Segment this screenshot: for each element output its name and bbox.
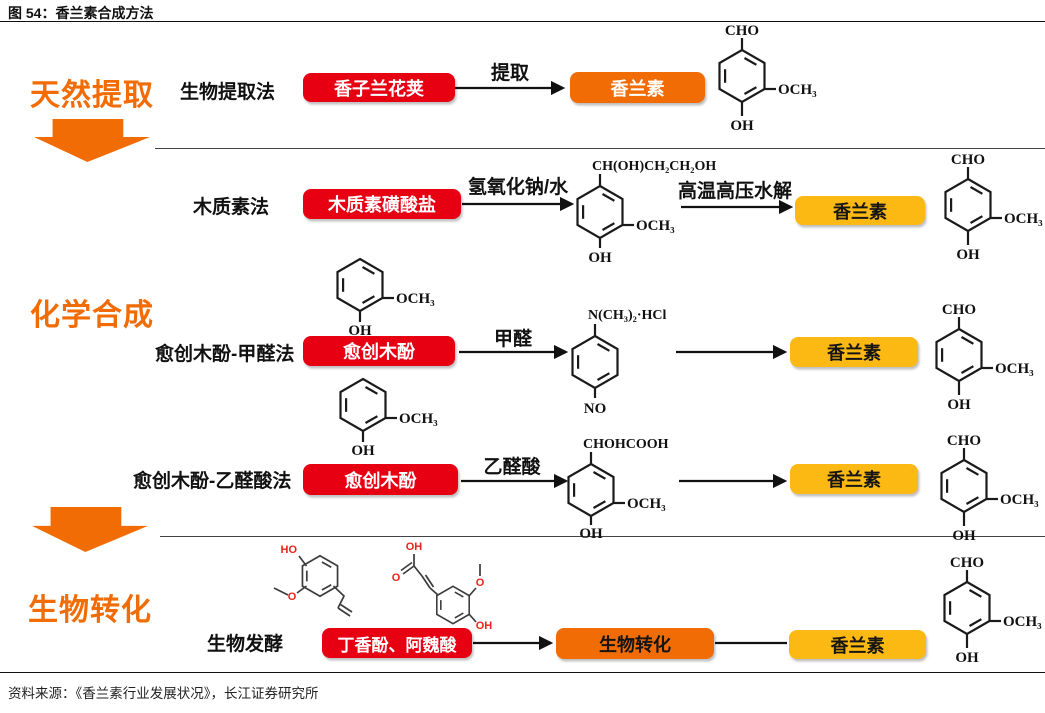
label-och3: OCH₃ [399, 411, 438, 427]
section-down-arrow-2 [32, 507, 148, 552]
node-vanillin-4: 香兰素 [790, 464, 918, 494]
separator-2 [160, 536, 1045, 537]
label-cho: CHO [942, 303, 976, 318]
label-dimethylamine-hcl: N(CH₃)₂·HCl [588, 308, 666, 323]
label-chohcooh: CHOHCOOH [583, 437, 669, 452]
structure-vanillin-1: CHO OCH₃ OH [718, 24, 817, 134]
structure-lignin-intermediate: CH(OH)CH₂CH₂OH OCH₃ OH [576, 159, 716, 266]
label-och3: OCH₃ [1004, 211, 1043, 227]
label-ho: HO [281, 544, 298, 556]
node-guaiacol-2: 愈创木酚 [303, 464, 458, 495]
label-o: O [288, 591, 297, 603]
method-label-lignin: 木质素法 [193, 197, 270, 218]
label-och3: OCH₃ [1000, 492, 1039, 508]
node-vanillin-5: 香兰素 [789, 630, 926, 659]
structure-ferulic-acid: OH O O OH [392, 541, 493, 632]
label-oh: OH [588, 250, 612, 266]
label-cho: CHO [725, 24, 759, 39]
label-och3: OCH₃ [778, 82, 817, 98]
label-oh: OH [406, 541, 423, 553]
label-och3: OCH₃ [627, 496, 666, 512]
label-o-methoxy: O [476, 577, 485, 589]
figure-title: 图 54：香兰素合成方法 [8, 5, 154, 21]
section-label-chemical: 化学合成 [30, 299, 154, 332]
method-label-bio-extraction: 生物提取法 [180, 82, 276, 103]
separator-1 [155, 148, 1045, 149]
condition-label-formaldehyde: 甲醛 [493, 329, 532, 350]
label-oh-ring: OH [476, 620, 493, 632]
label-oh: OH [947, 397, 971, 413]
section-down-arrow-1 [34, 119, 150, 162]
label-oh: OH [348, 323, 372, 339]
method-label-guaiacol-formaldehyde: 愈创木酚-甲醛法 [155, 344, 295, 365]
title-underline [0, 21, 1045, 22]
node-guaiacol-1: 愈创木酚 [303, 336, 455, 366]
structure-mandelic-intermediate: CHOHCOOH OCH₃ OH [567, 437, 669, 542]
label-oh: OH [956, 247, 980, 263]
label-oh: OH [351, 443, 375, 459]
condition-label-naoh-water: 氢氧化钠/水 [467, 177, 569, 198]
label-no: NO [584, 401, 607, 417]
label-oh: OH [730, 118, 754, 134]
section-label-natural: 天然提取 [30, 79, 154, 112]
node-vanilla-pods: 香子兰花荚 [303, 73, 455, 102]
label-oh: OH [952, 528, 976, 544]
condition-label-glyoxylic: 乙醛酸 [483, 457, 541, 478]
node-vanillin-2: 香兰素 [795, 196, 925, 225]
structure-nitroso-amine: N(CH₃)₂·HCl NO [571, 308, 666, 417]
label-och3: OCH₃ [636, 218, 675, 234]
structure-vanillin-3: CHO OCH₃ OH [935, 303, 1034, 413]
section-label-bio: 生物转化 [28, 594, 152, 627]
node-eugenol-ferulic: 丁香酚、阿魏酸 [322, 628, 472, 658]
node-bioconversion: 生物转化 [556, 628, 714, 659]
label-cho: CHO [951, 153, 985, 168]
condition-label-hydrolysis: 高温高压水解 [677, 181, 792, 202]
method-label-fermentation: 生物发酵 [207, 634, 284, 655]
label-och3: OCH₃ [396, 291, 435, 307]
structure-vanillin-5: CHO OCH₃ OH [943, 556, 1042, 666]
label-oh: OH [955, 650, 979, 666]
condition-label-extract: 提取 [490, 63, 529, 84]
source-note: 资料来源：《香兰素行业发展状况》，长江证券研究所 [8, 686, 319, 701]
label-och3: OCH₃ [995, 361, 1034, 377]
label-och3: OCH₃ [1003, 614, 1042, 630]
label-oh: OH [579, 526, 603, 542]
structure-guaiacol-2: OCH₃ OH [339, 377, 438, 459]
structure-vanillin-2: CHO OCH₃ OH [944, 153, 1043, 263]
structure-eugenol: HO O [273, 544, 353, 617]
node-lignosulfonate: 木质素磺酸盐 [303, 189, 461, 219]
label-o-carbonyl: O [392, 572, 401, 584]
node-vanillin-3: 香兰素 [790, 337, 918, 367]
label-cho: CHO [950, 556, 984, 571]
label-side-chain: CH(OH)CH₂CH₂OH [592, 159, 716, 174]
label-cho: CHO [947, 434, 981, 449]
method-label-guaiacol-glyoxylic: 愈创木酚-乙醛酸法 [133, 471, 292, 492]
structure-guaiacol-1: OCH₃ OH [336, 257, 435, 339]
structure-vanillin-4: CHO OCH₃ OH [940, 434, 1039, 544]
node-vanillin-1: 香兰素 [570, 72, 705, 103]
bottom-rule [0, 672, 1045, 673]
